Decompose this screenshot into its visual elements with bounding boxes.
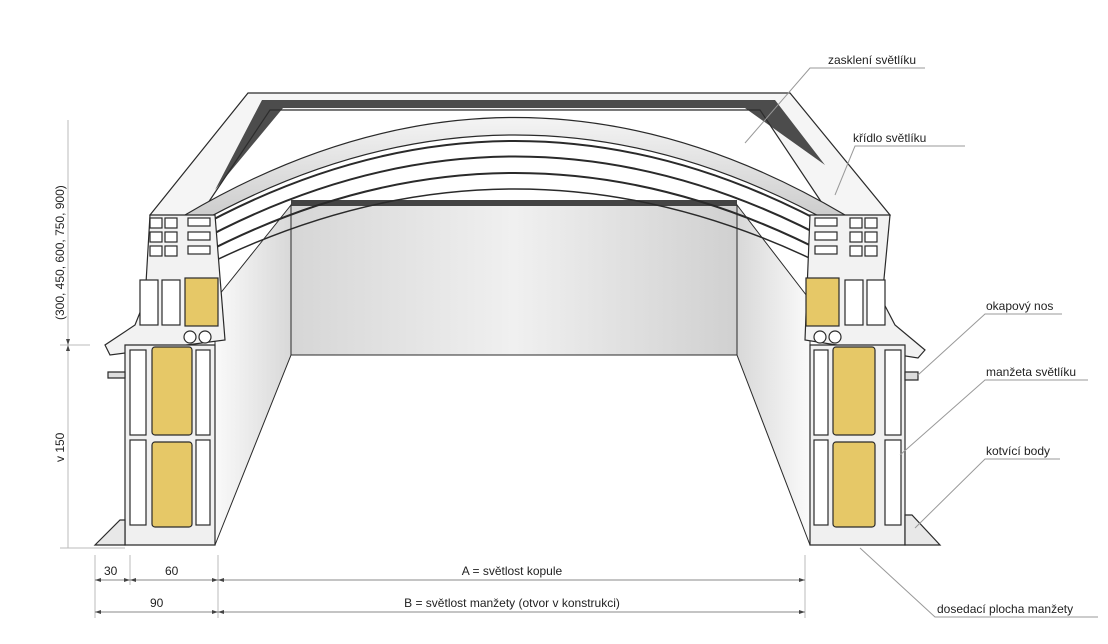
left-profile	[93, 214, 226, 546]
dim-a: A = světlost kopule	[462, 564, 563, 578]
label-sash: křídlo světlíku	[853, 131, 926, 145]
label-glazing: zasklení světlíku	[828, 53, 916, 67]
dim-90: 90	[150, 596, 164, 610]
dim-30: 30	[104, 564, 118, 578]
label-drip-edge: okapový nos	[986, 299, 1053, 313]
inner-opening	[290, 204, 738, 356]
right-inner-wall	[736, 203, 811, 546]
dim-lower-height: v 150	[53, 432, 67, 462]
dim-b: B = světlost manžety (otvor v konstrukci…	[404, 596, 620, 610]
label-collar: manžeta světlíku	[986, 365, 1076, 379]
leader-lines	[744, 67, 1098, 618]
label-collar-seat: dosedací plocha manžety	[937, 602, 1073, 616]
dim-upper-height: (300, 450, 600, 750, 900)	[53, 185, 67, 320]
dim-60: 60	[165, 564, 179, 578]
dimension-arrows	[66, 339, 805, 614]
label-anchor-points: kotvící body	[986, 444, 1050, 458]
right-profile	[804, 214, 942, 546]
